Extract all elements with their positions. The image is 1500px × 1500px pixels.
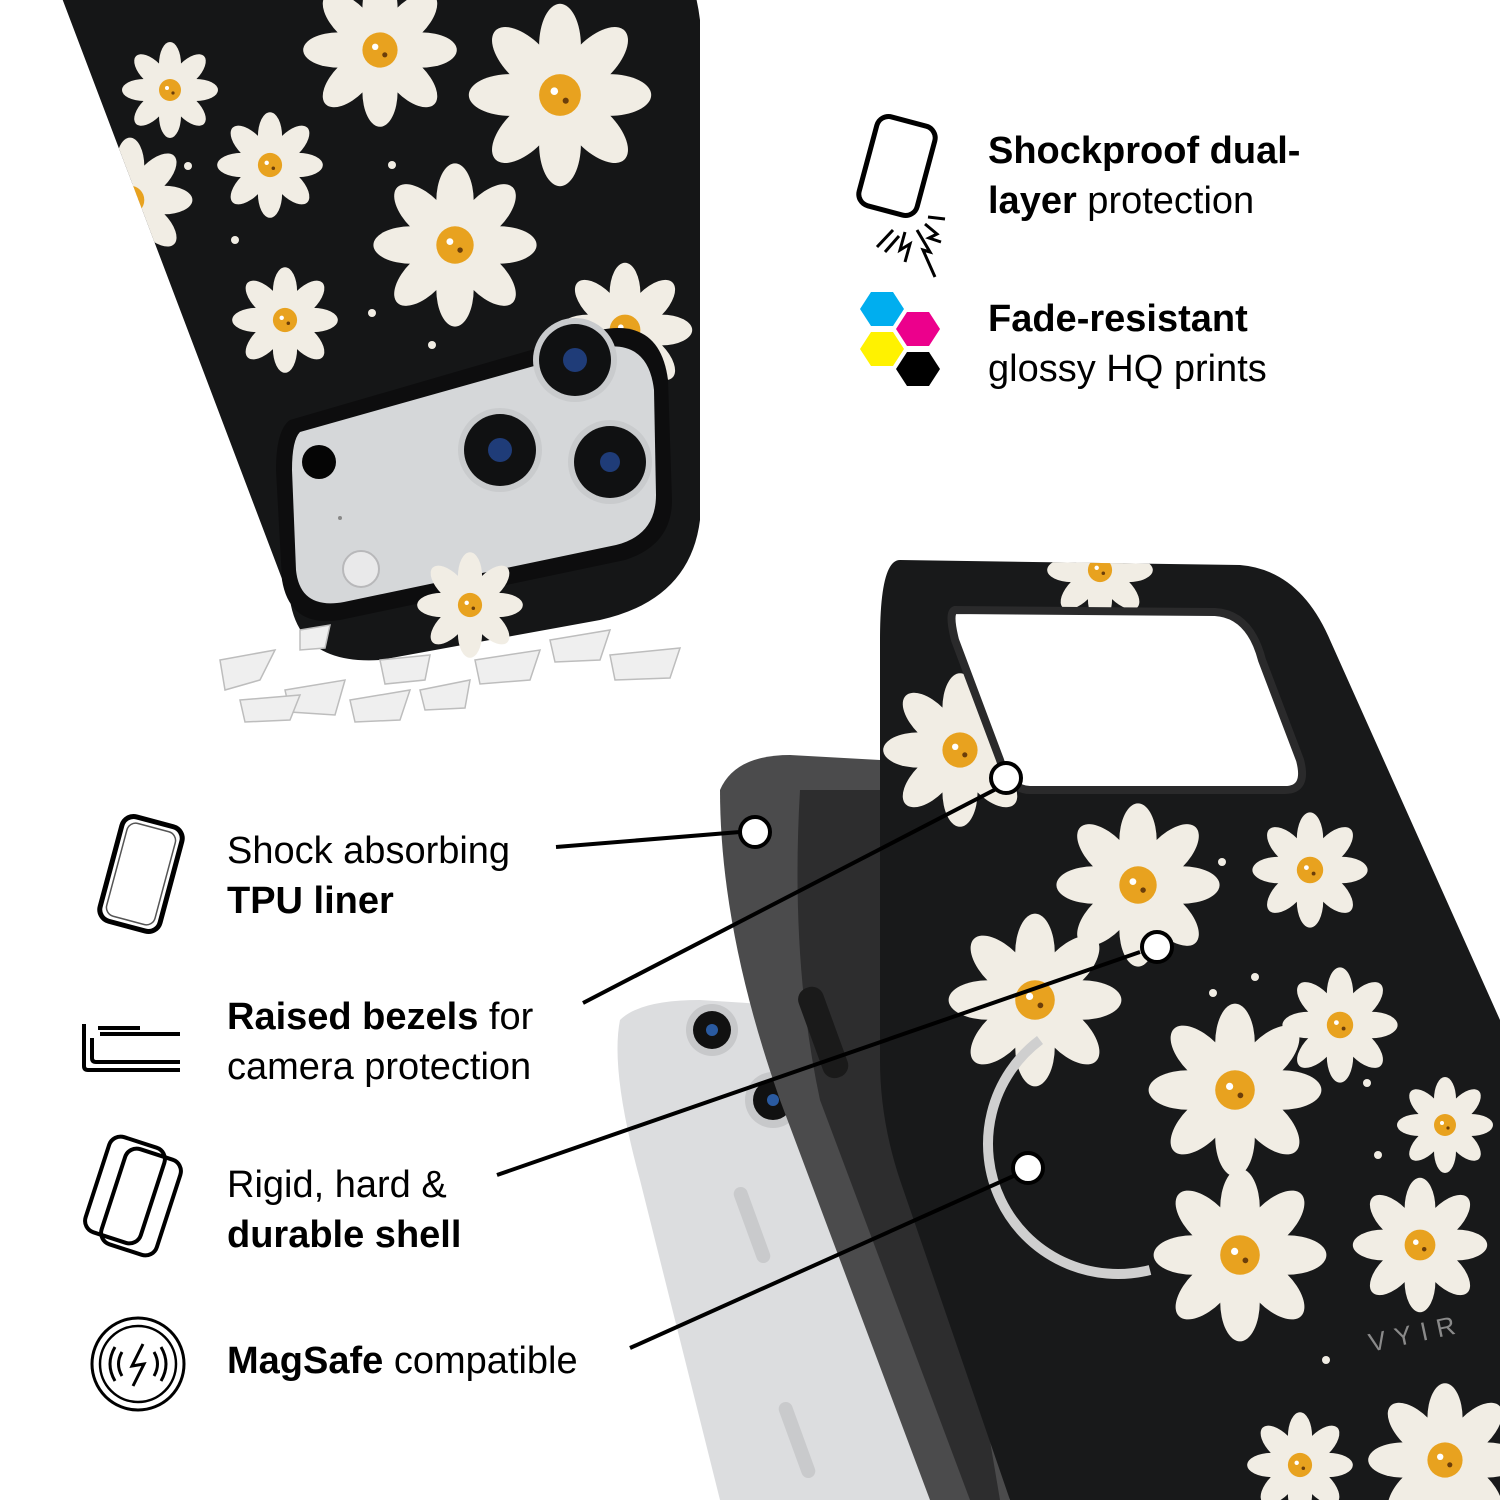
- feature-durable-shell-regular: Rigid, hard &: [227, 1164, 447, 1206]
- phone-drop-impact-icon: [855, 112, 950, 282]
- callout-lines: [496, 785, 1141, 1350]
- feature-tpu-liner: Shock absorbing TPU liner: [227, 826, 510, 926]
- feature-raised-bezels-regular: for: [478, 996, 534, 1038]
- cmyk-hexagons-icon: [856, 290, 946, 395]
- phone-outline-double-border-icon: [92, 812, 192, 942]
- feature-fade-resistant: Fade-resistant glossy HQ prints: [988, 294, 1267, 394]
- feature-shockproof-regular: protection: [1076, 180, 1255, 222]
- feature-fade-resistant-regular: glossy HQ prints: [988, 348, 1267, 390]
- feature-raised-bezels: Raised bezels for camera protection: [227, 992, 533, 1092]
- raised-bezel-layers-icon: [80, 1022, 185, 1077]
- callout-dots: [738, 761, 1174, 1185]
- feature-magsafe-regular: compatible: [383, 1340, 578, 1382]
- feature-magsafe: MagSafe compatible: [227, 1336, 578, 1386]
- ground-shards: [219, 624, 682, 723]
- feature-shockproof: Shockproof dual- layer protection: [988, 126, 1300, 226]
- top-case: [62, 0, 700, 661]
- feature-tpu-liner-regular: Shock absorbing: [227, 830, 511, 872]
- feature-raised-bezels-bold: Raised bezels: [227, 996, 479, 1038]
- feature-shockproof-bold: Shockproof dual-: [988, 130, 1301, 172]
- feature-durable-shell: Rigid, hard & durable shell: [227, 1160, 461, 1260]
- wireless-charging-icon: [88, 1314, 188, 1414]
- feature-fade-resistant-bold: Fade-resistant: [988, 298, 1248, 340]
- stacked-phone-shells-icon: [80, 1130, 195, 1270]
- feature-shockproof-bold-2: layer: [988, 180, 1077, 222]
- feature-raised-bezels-regular-2: camera protection: [227, 1046, 532, 1088]
- feature-magsafe-bold: MagSafe: [227, 1340, 384, 1382]
- hard-shell: [880, 560, 1500, 1500]
- feature-durable-shell-bold: durable shell: [227, 1214, 462, 1256]
- feature-tpu-liner-bold: TPU liner: [227, 880, 394, 922]
